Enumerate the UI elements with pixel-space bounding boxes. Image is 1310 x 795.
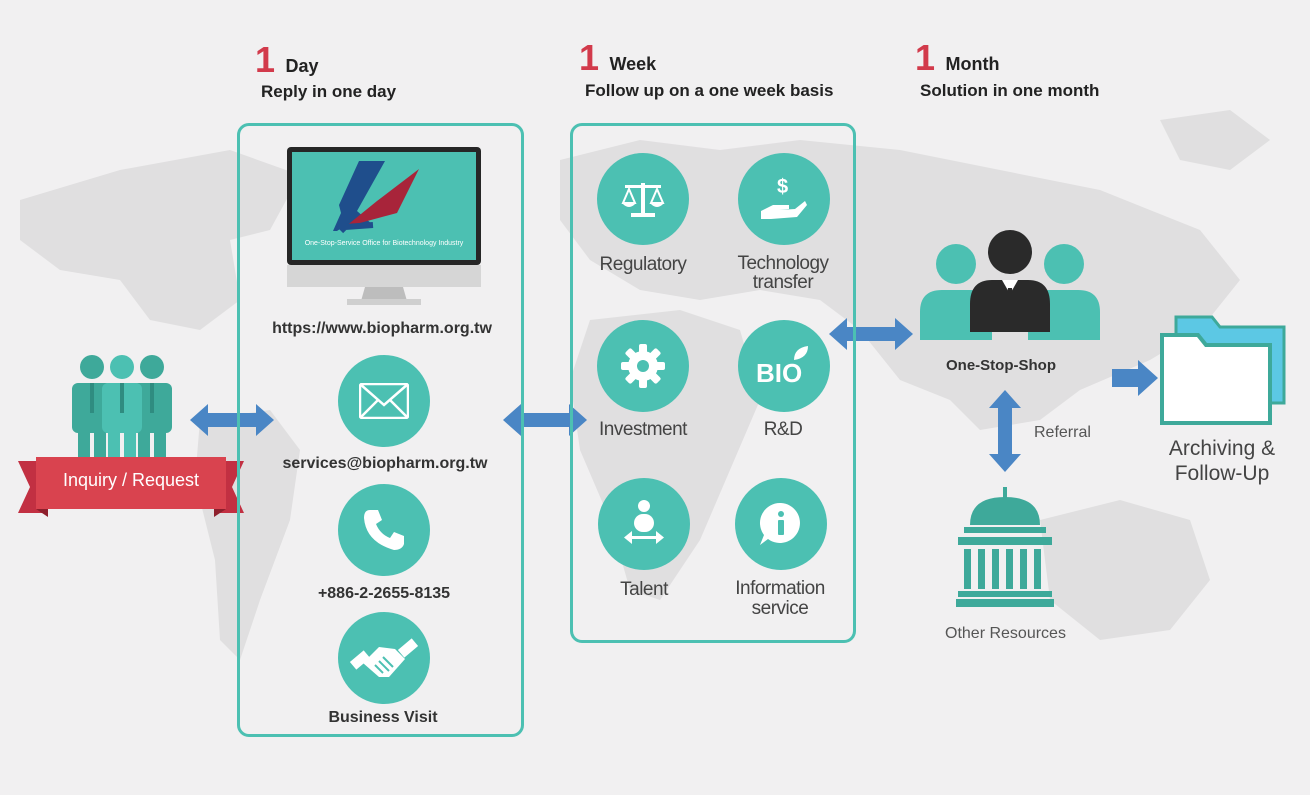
investment-circle[interactable] [597, 320, 689, 412]
phase-week-subtitle: Follow up on a one week basis [585, 81, 834, 100]
rnd-circle[interactable]: BIO [738, 320, 830, 412]
bio-leaf-icon: BIO [756, 346, 808, 388]
inquiry-people-icon [72, 355, 172, 461]
phase-month-subtitle: Solution in one month [920, 81, 1100, 100]
monitor-icon [287, 147, 481, 305]
double-arrow-icon [829, 318, 913, 350]
email-link[interactable]: services@biopharm.org.tw [282, 455, 488, 472]
phase-month-header: 1 Month [915, 40, 999, 76]
email-circle[interactable] [338, 355, 430, 447]
rnd-label: R&D [763, 419, 803, 440]
one-stop-shop-icon [920, 230, 1100, 340]
information-service-circle[interactable] [735, 478, 827, 570]
right-arrow-icon [1112, 360, 1158, 396]
investment-label: Investment [599, 419, 687, 440]
referral-label: Referral [1034, 424, 1091, 441]
information-service-label-2: service [751, 598, 809, 619]
phase-month-number: 1 [915, 37, 936, 78]
talent-circle[interactable] [598, 478, 690, 570]
talent-person-icon [624, 500, 664, 544]
phase-day-subtitle: Reply in one day [261, 82, 397, 101]
technology-transfer-label-1: Technology [737, 253, 829, 274]
contact-panel [237, 123, 524, 737]
phone-circle[interactable] [338, 484, 430, 576]
talent-label: Talent [620, 579, 668, 600]
monitor-caption: One-Stop-Service Office for Biotechnolog… [304, 240, 464, 247]
info-bubble-icon [759, 502, 800, 545]
phase-day-header: 1 Day [255, 42, 319, 78]
phase-day-unit: Day [285, 56, 319, 76]
visit-label: Business Visit [328, 709, 438, 726]
bio-icon-text: BIO [756, 358, 802, 388]
government-building-icon [956, 487, 1054, 607]
envelope-icon [359, 383, 409, 419]
phone-number[interactable]: +886-2-2655-8135 [317, 585, 451, 602]
dollar-hand-icon: $ [761, 176, 807, 219]
technology-transfer-label-2: transfer [752, 272, 814, 293]
phone-icon [364, 510, 404, 550]
phase-day-number: 1 [255, 39, 276, 80]
archiving-label-2: Follow-Up [1174, 462, 1270, 485]
services-panel [570, 123, 856, 643]
phase-week-number: 1 [579, 37, 600, 78]
regulatory-label: Regulatory [599, 254, 687, 275]
handshake-icon [349, 638, 419, 677]
scales-icon [621, 183, 665, 217]
regulatory-circle[interactable] [597, 153, 689, 245]
visit-circle[interactable] [338, 612, 430, 704]
folder-icon [1160, 315, 1286, 425]
inquiry-label: Inquiry / Request [62, 470, 200, 490]
double-arrow-icon [503, 404, 587, 436]
phase-week-header: 1 Week [579, 40, 656, 76]
website-link[interactable]: https://www.biopharm.org.tw [272, 320, 492, 337]
gear-icon [621, 344, 665, 388]
phase-month-unit: Month [945, 54, 1000, 74]
svg-text:$: $ [777, 176, 788, 198]
phase-week-unit: Week [609, 54, 657, 74]
vertical-double-arrow-icon [989, 390, 1021, 472]
one-stop-shop-label: One-Stop-Shop [946, 357, 1056, 374]
information-service-label-1: Information [735, 578, 825, 599]
double-arrow-icon [190, 404, 274, 436]
technology-transfer-circle[interactable]: $ [738, 153, 830, 245]
other-resources-label: Other Resources [945, 625, 1066, 642]
archiving-label-1: Archiving & [1168, 437, 1276, 460]
